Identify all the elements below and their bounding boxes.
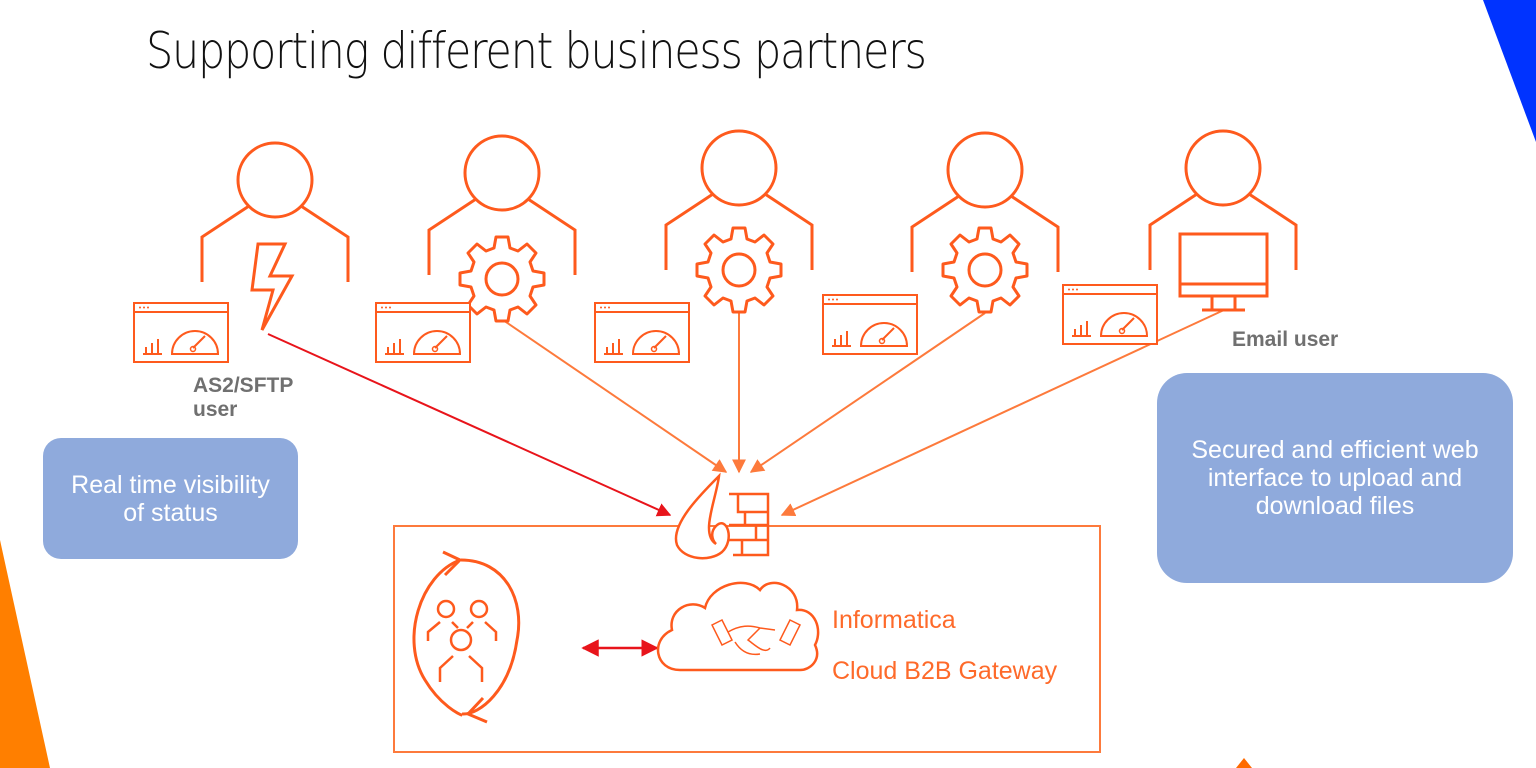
partner-community-cycle-icon [412, 550, 521, 724]
partner-process-2 [594, 129, 814, 363]
gear-icon [695, 226, 783, 314]
connector-partner-4 [749, 312, 986, 473]
partner-as2-sftp [133, 141, 350, 363]
corner-accent-orange [0, 540, 50, 768]
callout-left-text: Real time visibility of status [71, 470, 270, 527]
cloud-handshake-icon [656, 581, 820, 672]
firewall-icon [674, 472, 770, 560]
gateway-name-line2: Cloud B2B Gateway [832, 657, 1058, 685]
lightning-icon [250, 242, 295, 331]
label-as2-sftp-user: AS2/SFTP user [193, 374, 293, 421]
callout-right-text: Secured and efficient web interface to u… [1191, 436, 1479, 520]
dashboard-icon [1062, 284, 1158, 345]
partner-email [1062, 129, 1298, 345]
dashboard-icon [822, 294, 918, 355]
gear-icon [458, 235, 546, 323]
connector-as2 [267, 333, 672, 517]
dashboard-icon [375, 302, 471, 363]
slide-title: Supporting different business partners [146, 22, 927, 80]
corner-accent-blue [1483, 0, 1536, 142]
label-email-user: Email user [1232, 328, 1339, 351]
gear-icon [941, 226, 1029, 314]
partner-process-3 [822, 131, 1060, 355]
dashboard-icon [594, 302, 690, 363]
connector-partner-2 [502, 319, 728, 473]
callout-realtime-visibility: Real time visibility of status [43, 438, 298, 559]
gateway-name-line1: Informatica [832, 606, 956, 634]
logo-tip-icon [1236, 758, 1252, 768]
monitor-icon [1178, 232, 1269, 312]
partner-process-1 [375, 134, 577, 363]
callout-web-interface: Secured and efficient web interface to u… [1157, 373, 1513, 583]
dashboard-icon [133, 302, 229, 363]
